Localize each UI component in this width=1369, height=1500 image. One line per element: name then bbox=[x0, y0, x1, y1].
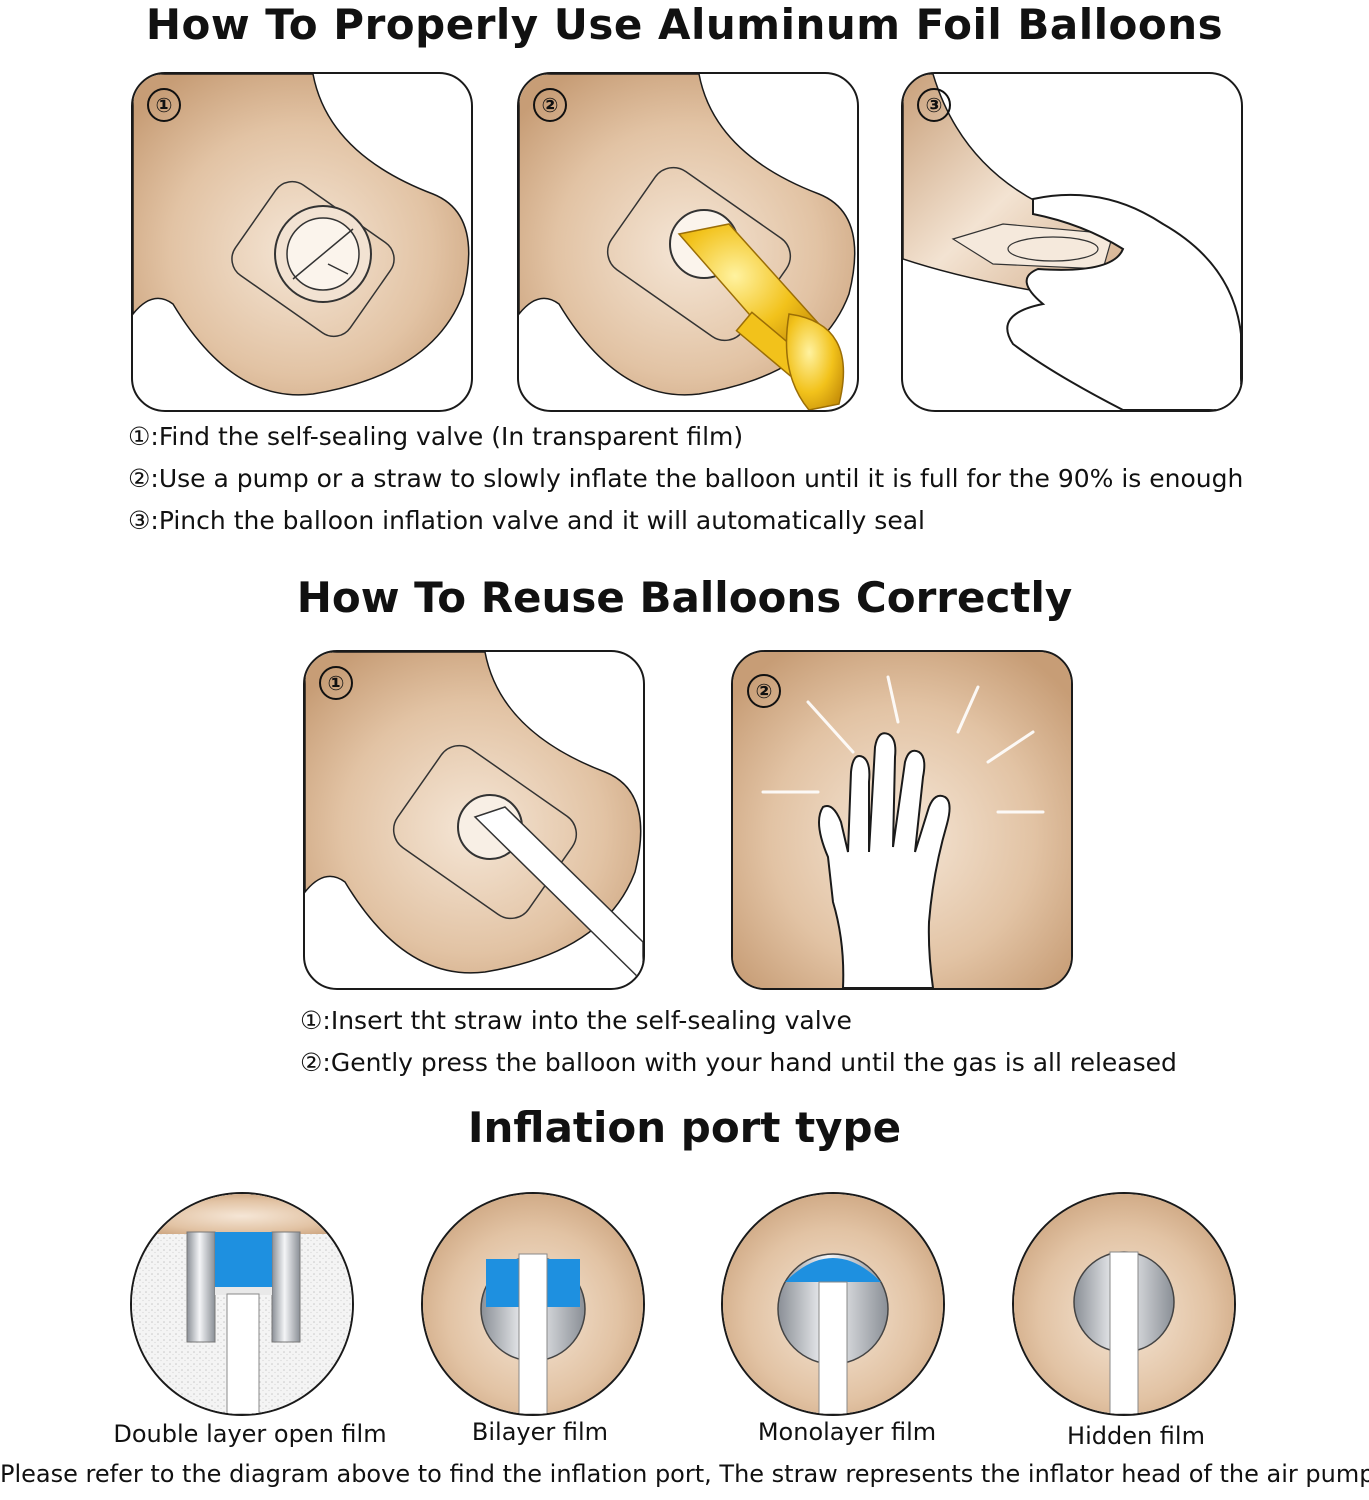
reuse-panel-press-release: ② bbox=[731, 650, 1073, 990]
reuse-panel-insert-straw: ① bbox=[303, 650, 645, 990]
port-type-double-layer-open-film bbox=[130, 1192, 354, 1416]
hidden-film-port-diagram bbox=[1014, 1194, 1234, 1414]
hand-press-illustration bbox=[733, 652, 1071, 988]
pump-inflation-illustration bbox=[519, 74, 856, 410]
port-type-label: Monolayer film bbox=[757, 1418, 937, 1446]
port-type-label: Hidden film bbox=[1067, 1422, 1205, 1450]
step-text: ①:Find the self-sealing valve (In transp… bbox=[128, 422, 744, 451]
step-text: ③:Pinch the balloon inflation valve and … bbox=[128, 506, 925, 535]
hand-pinch-illustration bbox=[903, 74, 1241, 410]
port-type-hidden-film bbox=[1012, 1192, 1236, 1416]
step-number: ② bbox=[533, 88, 567, 122]
section-title-reuse: How To Reuse Balloons Correctly bbox=[296, 573, 1073, 622]
step-number: ① bbox=[319, 666, 353, 700]
port-type-bilayer-film bbox=[421, 1192, 645, 1416]
bilayer-port-diagram bbox=[423, 1194, 643, 1414]
monolayer-port-diagram bbox=[723, 1194, 943, 1414]
step-text: ②:Gently press the balloon with your han… bbox=[300, 1048, 1177, 1077]
port-type-monolayer-film bbox=[721, 1192, 945, 1416]
section-title-port-type: Inflation port type bbox=[467, 1103, 902, 1152]
step-text: ②:Use a pump or a straw to slowly inflat… bbox=[128, 464, 1244, 493]
port-type-label: Bilayer film bbox=[471, 1418, 609, 1446]
step-number: ① bbox=[147, 88, 181, 122]
step-text: ①:Insert tht straw into the self-sealing… bbox=[300, 1006, 852, 1035]
step-panel-pinch-seal: ③ bbox=[901, 72, 1243, 412]
balloon-valve-illustration bbox=[133, 74, 470, 396]
straw-insert-illustration bbox=[305, 652, 643, 984]
double-layer-port-diagram bbox=[132, 1194, 352, 1414]
section-title-use: How To Properly Use Aluminum Foil Balloo… bbox=[145, 0, 1224, 49]
step-panel-inflate: ② bbox=[517, 72, 859, 412]
port-type-label: Double layer open film bbox=[113, 1420, 387, 1448]
step-panel-find-valve: ① bbox=[131, 72, 473, 412]
footer-note: Please refer to the diagram above to fin… bbox=[0, 1460, 1369, 1488]
step-number: ② bbox=[747, 674, 781, 708]
step-number: ③ bbox=[917, 88, 951, 122]
